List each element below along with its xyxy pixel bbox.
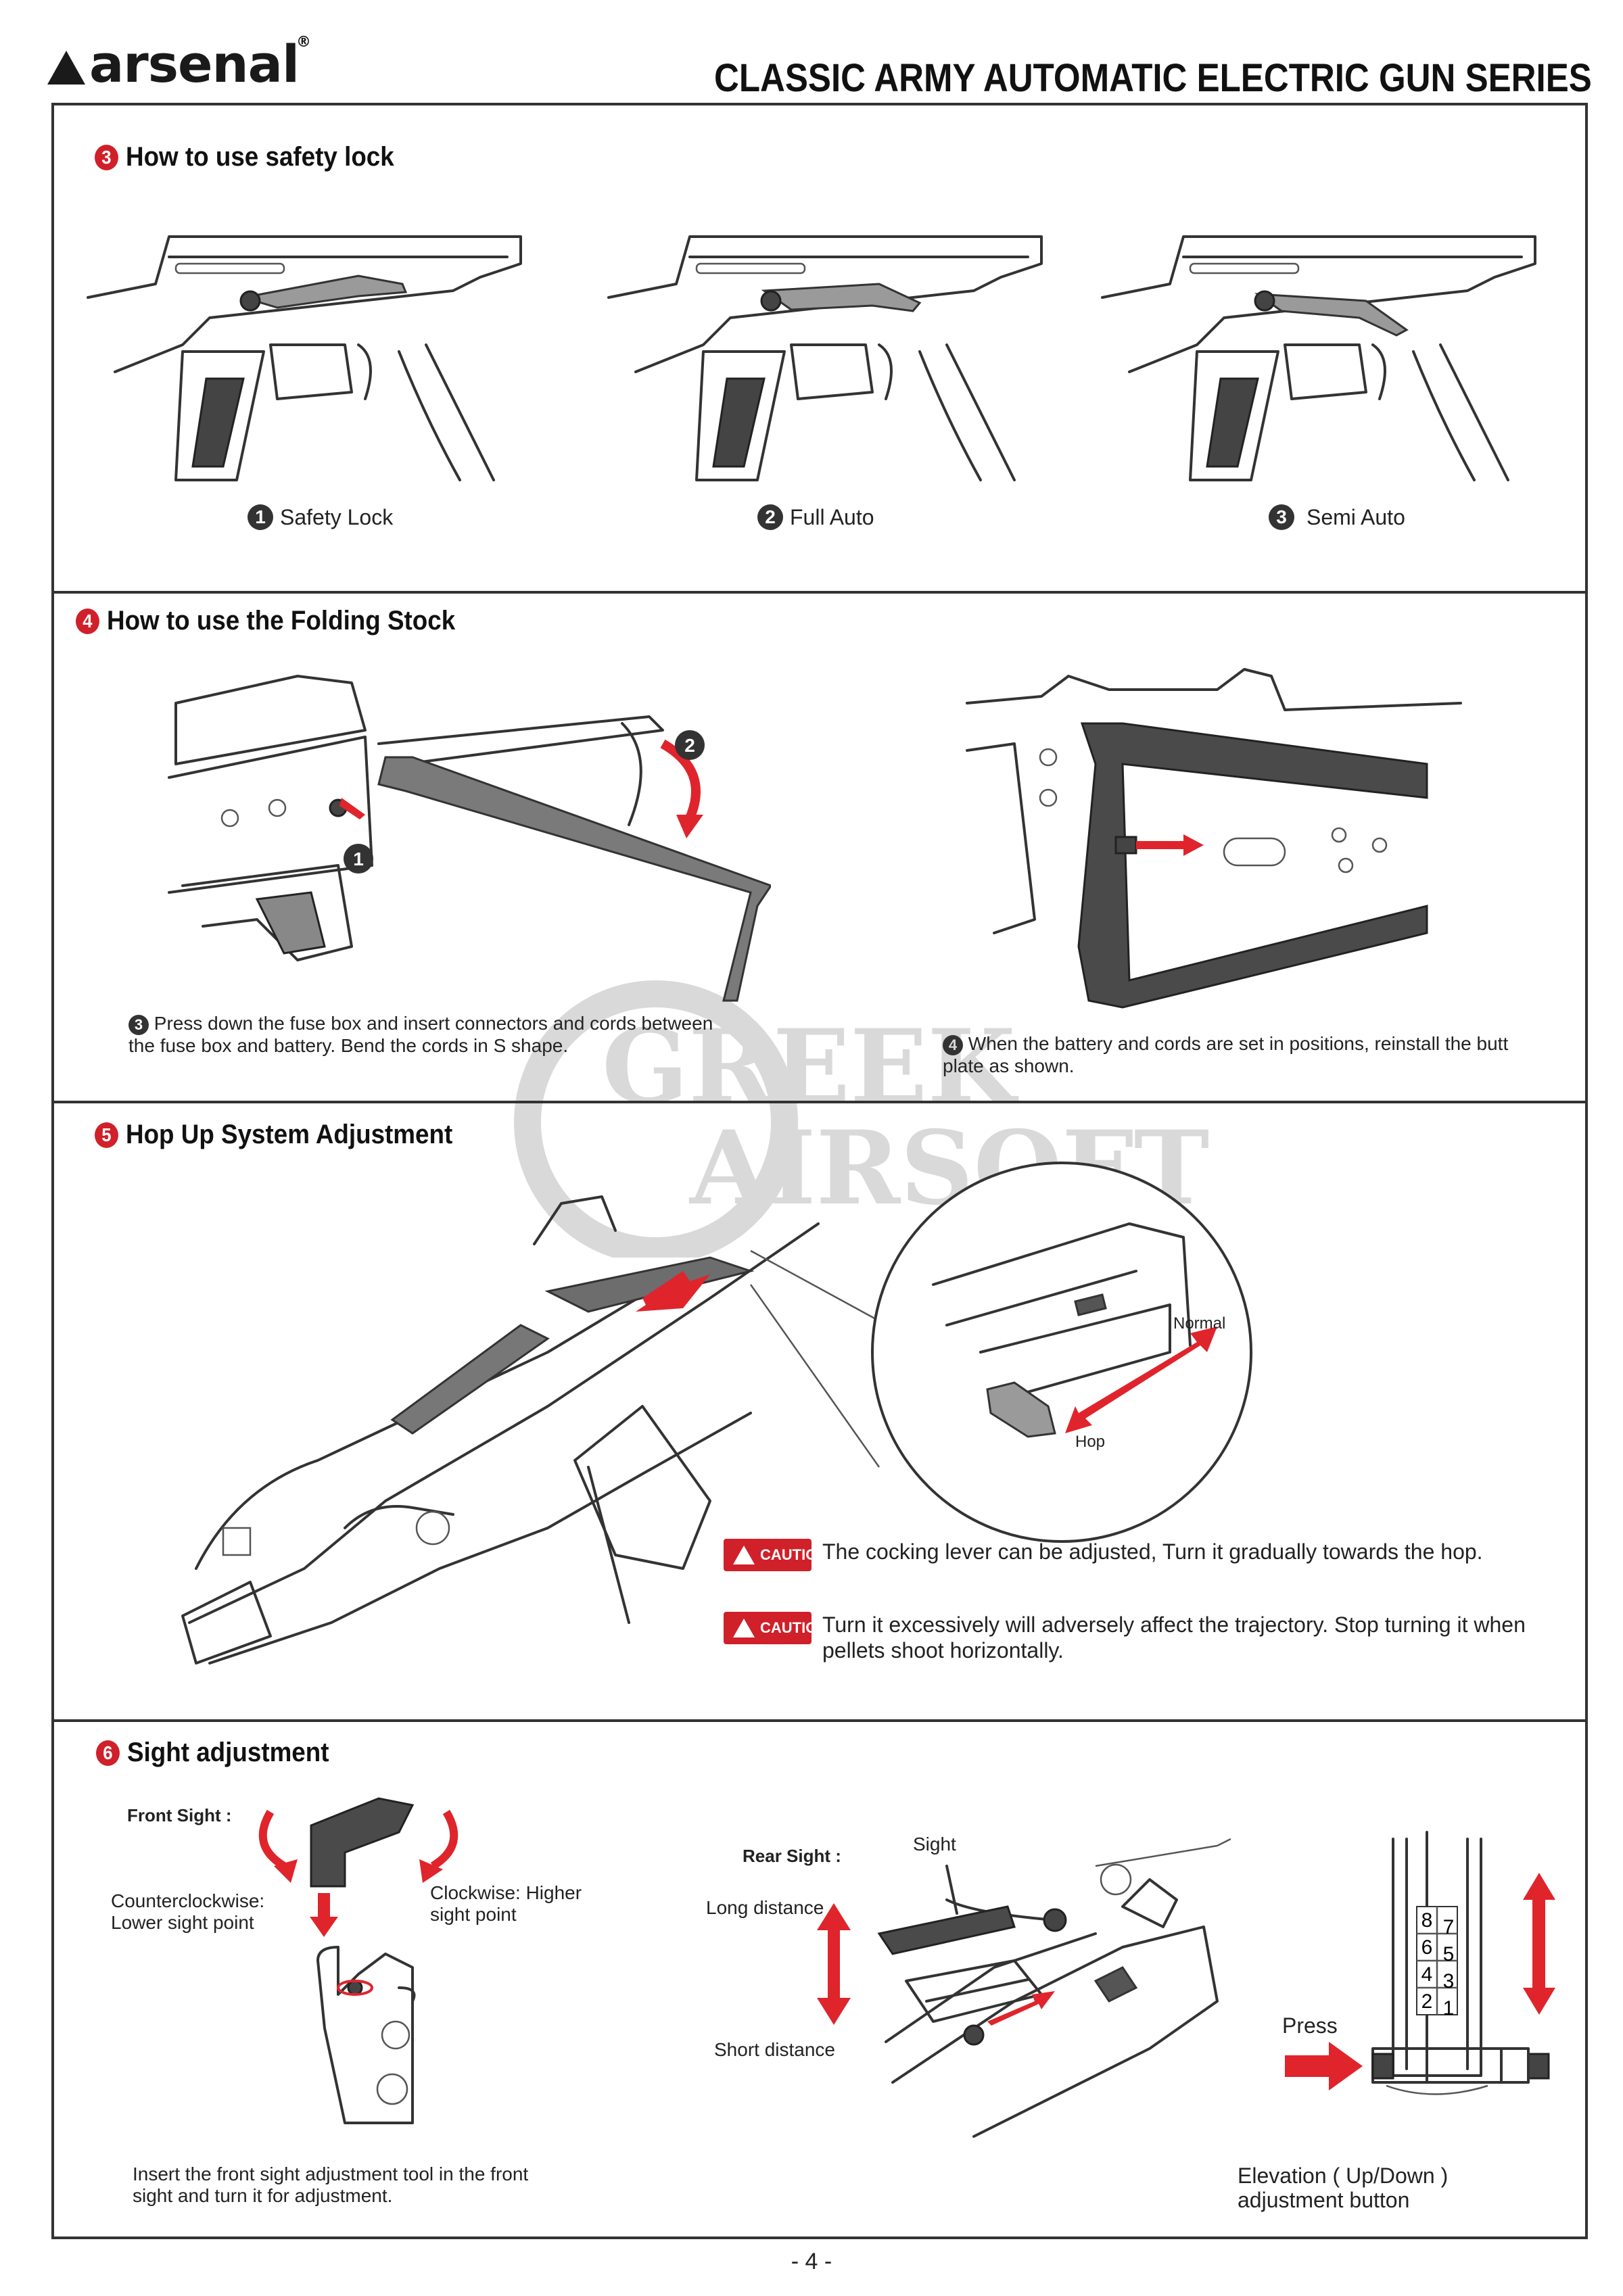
page-number: - 4 -: [791, 2249, 832, 2274]
label-hop: Hop: [1075, 1433, 1105, 1451]
section-3-title: 3 How to use safety lock: [95, 142, 394, 172]
step-text: Press down the fuse box and insert conne…: [128, 1013, 713, 1056]
clockwise-note: Clockwise: Higher sight point: [430, 1882, 582, 1925]
rifle-receiver-semi-auto: [1101, 235, 1536, 481]
front-sight-illustration: [258, 1797, 458, 2124]
section-number: 3: [95, 144, 118, 170]
watermark-line1: GREEK: [602, 1007, 1018, 1126]
warning-icon: [733, 1546, 755, 1564]
caution-text: Turn it excessively will adversely affec…: [822, 1612, 1526, 1663]
section-title-text: Hop Up System Adjustment: [126, 1120, 453, 1149]
step-2-marker: 2: [684, 735, 695, 756]
scale-left-1: 6: [1421, 1936, 1433, 1959]
registered-icon: ®: [296, 34, 311, 51]
scale-right-2: 3: [1443, 1970, 1455, 1992]
caution-badge: CAUTION: [724, 1612, 828, 1644]
caption-full-auto: 2 Full Auto: [757, 504, 874, 530]
long-distance-label: Long distance: [706, 1897, 824, 1918]
caution-badge: CAUTION: [724, 1539, 828, 1571]
position-label: Full Auto: [790, 504, 874, 529]
position-number: 1: [248, 504, 273, 530]
caution-2: CAUTION Turn it excessively will adverse…: [724, 1612, 1562, 1663]
rear-sight-label: Rear Sight :: [743, 1846, 841, 1866]
rear-sight-illustration: [817, 1838, 1231, 2138]
rifle-receiver-safety-lock: [87, 235, 522, 481]
elevation-button-note: Elevation ( Up/Down ) adjustment button: [1238, 2163, 1449, 2212]
scale-left-0: 8: [1421, 1909, 1433, 1932]
position-label: Semi Auto: [1307, 504, 1405, 529]
step-text: When the battery and cords are set in po…: [943, 1033, 1509, 1076]
section-6-title: 6 Sight adjustment: [96, 1738, 329, 1768]
scale-right-0: 7: [1443, 1916, 1455, 1938]
caution-text: The cocking lever can be adjusted, Turn …: [822, 1539, 1483, 1564]
caution-label: CAUTION: [760, 1619, 828, 1636]
section-number: 6: [96, 1740, 120, 1766]
front-sight-instruction: Insert the front sight adjustment tool i…: [133, 2163, 529, 2206]
counterclockwise-note: Counterclockwise: Lower sight point: [111, 1890, 265, 1933]
caption-safety-lock: 1 Safety Lock: [248, 504, 393, 530]
step-number: 3: [128, 1014, 149, 1035]
brand-name: arsenal: [89, 34, 300, 94]
scale-left-3: 2: [1421, 1990, 1433, 2013]
position-label: Safety Lock: [280, 504, 394, 529]
step-4-instruction: 4 When the battery and cords are set in …: [943, 1033, 1524, 1077]
section-title-text: How to use safety lock: [126, 142, 394, 172]
section-divider: [51, 591, 1588, 594]
front-sight-label: Front Sight :: [127, 1805, 232, 1825]
sight-label: Sight: [913, 1834, 956, 1855]
position-number: 2: [757, 504, 783, 530]
caution-label: CAUTION: [760, 1546, 828, 1563]
section-divider: [51, 1101, 1588, 1103]
section-title-text: How to use the Folding Stock: [107, 606, 456, 636]
scale-right-1: 5: [1443, 1943, 1455, 1965]
position-number: 3: [1269, 504, 1294, 530]
warning-icon: [733, 1619, 755, 1637]
series-title: CLASSIC ARMY AUTOMATIC ELECTRIC GUN SERI…: [714, 56, 1592, 100]
folding-stock-illustration: 1 2: [168, 675, 771, 1002]
caption-semi-auto: 3 Semi Auto: [1269, 504, 1405, 530]
section-divider: [51, 1719, 1588, 1722]
step-3-instruction: 3 Press down the fuse box and insert con…: [128, 1013, 737, 1057]
label-normal: Normal: [1173, 1314, 1225, 1333]
butt-plate-illustration: [966, 668, 1462, 1009]
section-4-title: 4 How to use the Folding Stock: [76, 606, 455, 636]
scale-left-2: 4: [1421, 1963, 1433, 1986]
elevation-scale-illustration: 8 6 4 2 7 5 3 1: [1285, 1831, 1555, 2095]
step-1-marker: 1: [353, 848, 364, 869]
section-number: 5: [95, 1122, 118, 1148]
caution-1: CAUTION The cocking lever can be adjuste…: [724, 1539, 1562, 1571]
section-5-title: 5 Hop Up System Adjustment: [95, 1120, 452, 1150]
step-number: 4: [943, 1034, 963, 1055]
safety-lock-illustrations: [87, 235, 1536, 481]
section-title-text: Sight adjustment: [127, 1738, 329, 1767]
content-frame: [51, 103, 1588, 2239]
short-distance-label: Short distance: [714, 2039, 835, 2060]
press-label: Press: [1282, 2013, 1338, 2038]
arsenal-logo-icon: [47, 51, 85, 85]
scale-right-3: 1: [1443, 1997, 1455, 2019]
section-number: 4: [76, 608, 99, 634]
brand-logo: arsenal®: [47, 34, 311, 94]
hop-up-illustration: Normal Hop: [181, 1162, 1252, 1665]
rifle-receiver-full-auto: [607, 235, 1043, 481]
